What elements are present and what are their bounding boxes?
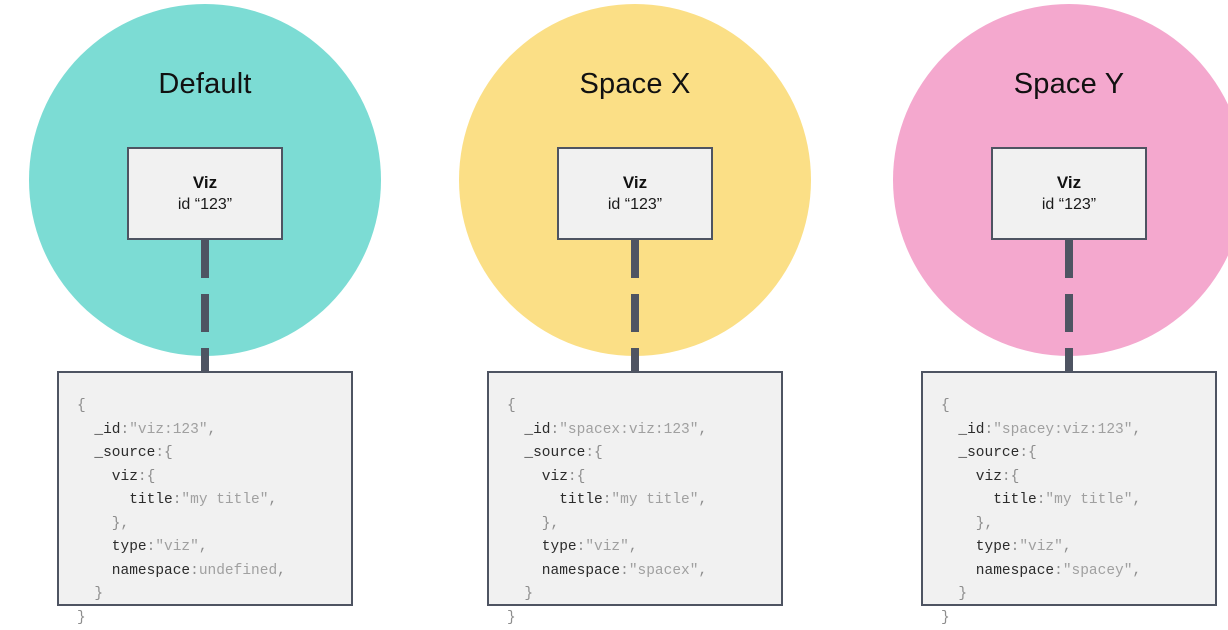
- document-code-block-spacey: { _id:"spacey:viz:123", _source:{ viz:{ …: [921, 371, 1217, 606]
- code-line: _source:{: [77, 442, 351, 466]
- code-line: title:"my title",: [77, 489, 351, 513]
- code-line: type:"viz",: [941, 536, 1215, 560]
- node-title: Viz: [623, 172, 647, 193]
- node-title: Viz: [1057, 172, 1081, 193]
- code-line: type:"viz",: [77, 536, 351, 560]
- code-line: }: [77, 583, 351, 607]
- space-title-spacey: Space Y: [864, 67, 1228, 101]
- code-line: _id:"spacey:viz:123",: [941, 419, 1215, 443]
- space-title-default: Default: [0, 67, 410, 101]
- code-line: }: [77, 607, 351, 630]
- code-line: title:"my title",: [941, 489, 1215, 513]
- code-line: _source:{: [507, 442, 781, 466]
- space-column-spacex: Space X Viz id “123” { _id:"spacex:viz:1…: [430, 0, 840, 622]
- code-line: }: [941, 607, 1215, 630]
- code-line: {: [77, 395, 351, 419]
- saved-object-node-default: Viz id “123”: [127, 147, 283, 240]
- code-line: }: [941, 583, 1215, 607]
- code-line: type:"viz",: [507, 536, 781, 560]
- code-line: viz:{: [77, 466, 351, 490]
- code-line: {: [507, 395, 781, 419]
- code-line: }: [507, 607, 781, 630]
- space-column-spacey: Space Y Viz id “123” { _id:"spacey:viz:1…: [864, 0, 1228, 622]
- node-subtitle: id “123”: [178, 194, 232, 215]
- node-subtitle: id “123”: [608, 194, 662, 215]
- code-line: namespace:undefined,: [77, 560, 351, 584]
- code-line: _id:"viz:123",: [77, 419, 351, 443]
- code-line: _id:"spacex:viz:123",: [507, 419, 781, 443]
- code-line: },: [507, 513, 781, 537]
- code-line: title:"my title",: [507, 489, 781, 513]
- dashed-connector-spacex: [631, 240, 639, 373]
- space-title-spacex: Space X: [430, 67, 840, 101]
- code-line: },: [941, 513, 1215, 537]
- code-line: _source:{: [941, 442, 1215, 466]
- document-code-block-default: { _id:"viz:123", _source:{ viz:{ title:"…: [57, 371, 353, 606]
- dashed-connector-default: [201, 240, 209, 373]
- document-code-block-spacex: { _id:"spacex:viz:123", _source:{ viz:{ …: [487, 371, 783, 606]
- dashed-connector-spacey: [1065, 240, 1073, 373]
- code-line: {: [941, 395, 1215, 419]
- node-subtitle: id “123”: [1042, 194, 1096, 215]
- space-column-default: Default Viz id “123” { _id:"viz:123", _s…: [0, 0, 410, 622]
- code-line: viz:{: [941, 466, 1215, 490]
- code-line: viz:{: [507, 466, 781, 490]
- node-title: Viz: [193, 172, 217, 193]
- saved-object-node-spacey: Viz id “123”: [991, 147, 1147, 240]
- code-line: namespace:"spacex",: [507, 560, 781, 584]
- code-line: }: [507, 583, 781, 607]
- code-line: namespace:"spacey",: [941, 560, 1215, 584]
- code-line: },: [77, 513, 351, 537]
- saved-object-node-spacex: Viz id “123”: [557, 147, 713, 240]
